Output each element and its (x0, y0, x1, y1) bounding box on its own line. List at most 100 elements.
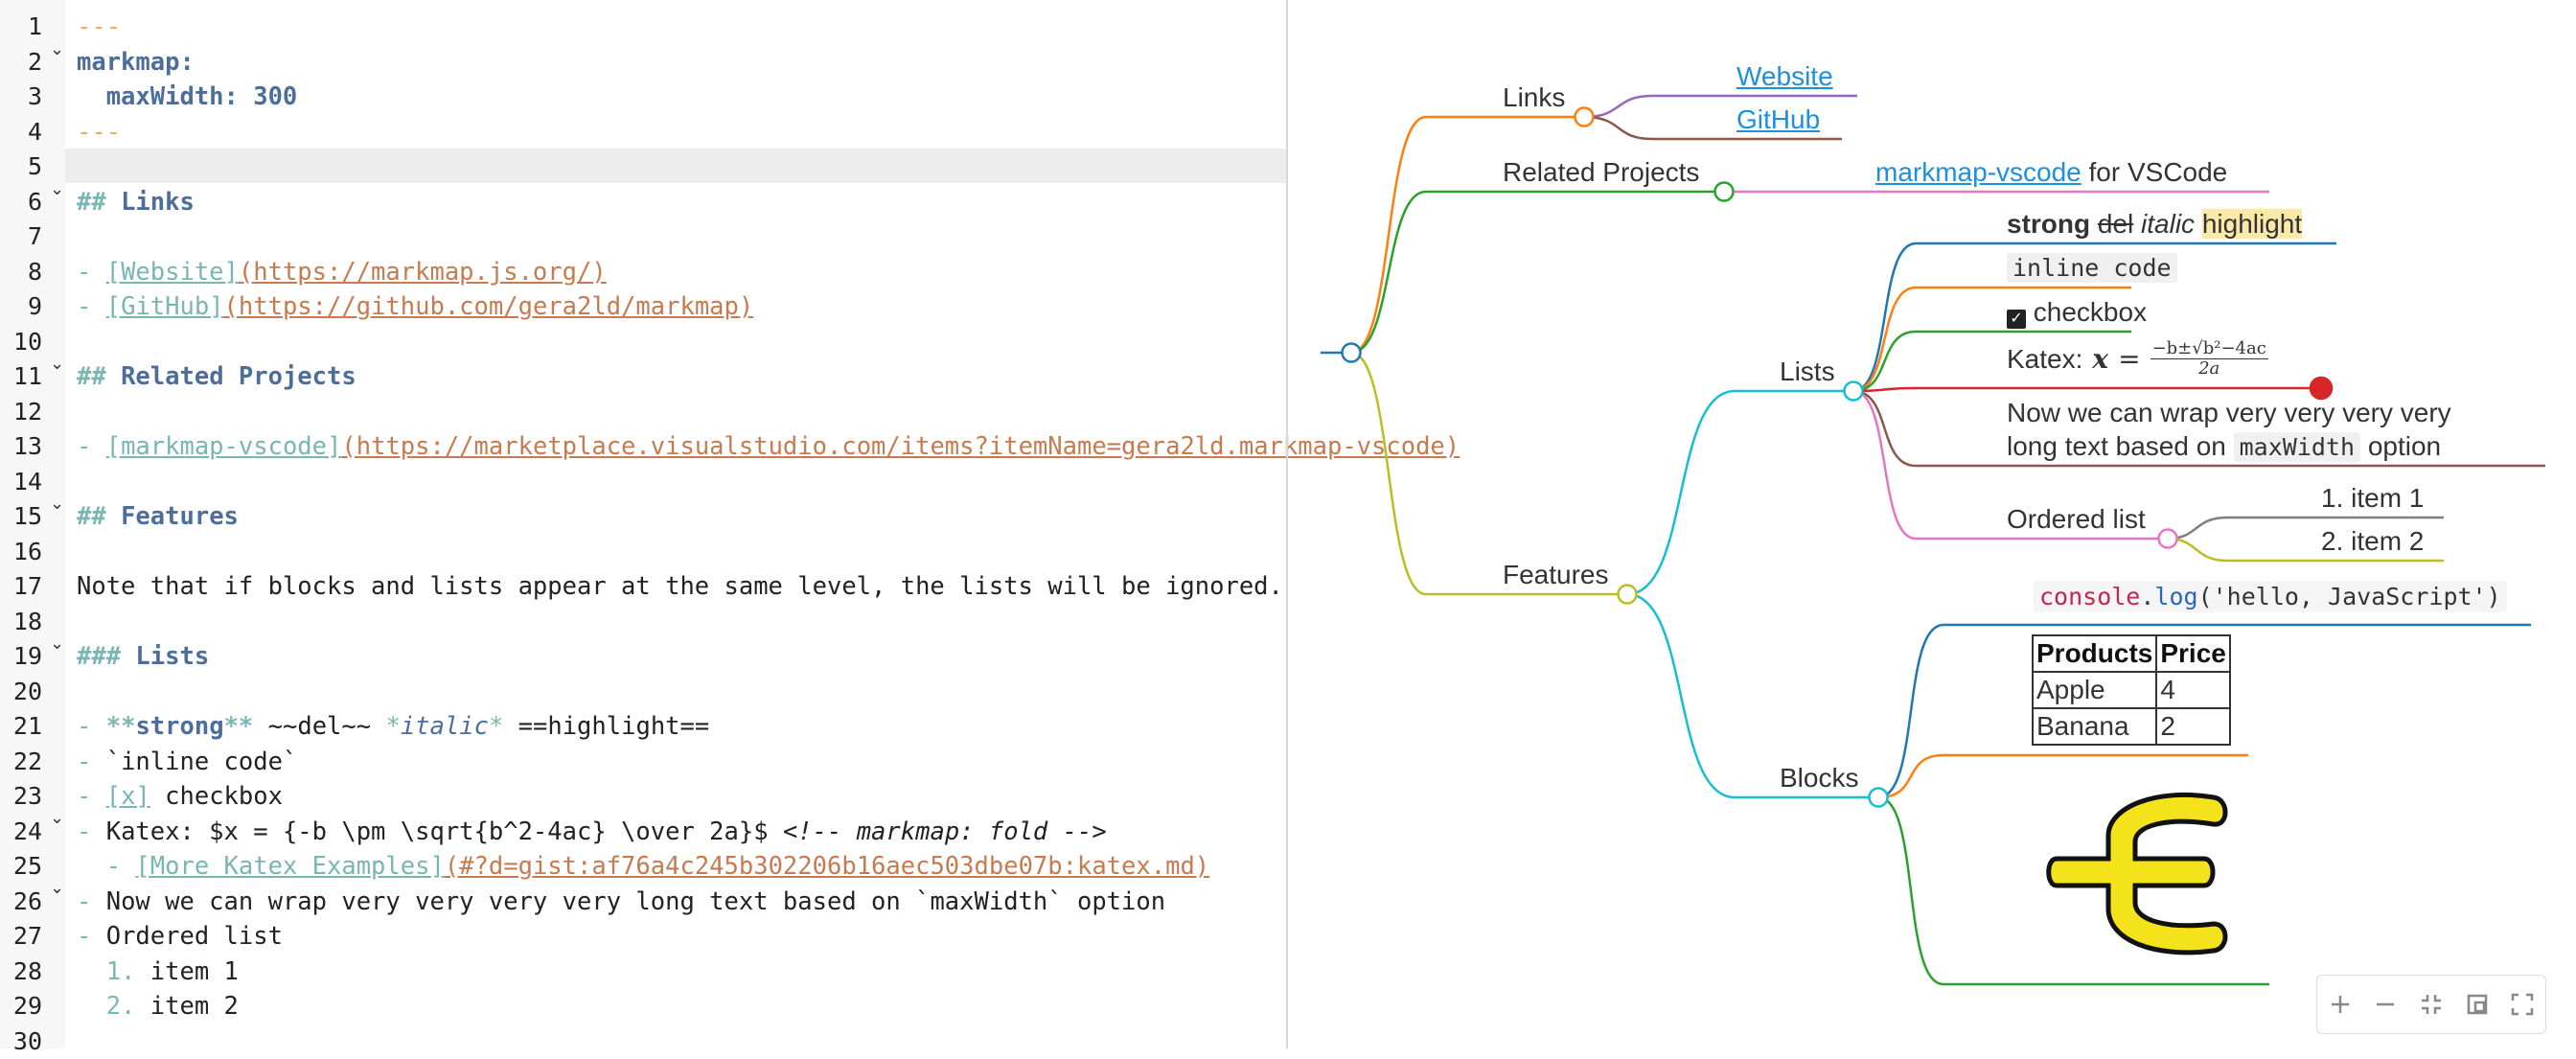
zoom-in-icon[interactable] (2321, 985, 2359, 1024)
fold-marker-icon[interactable]: ⌄ (50, 627, 64, 662)
list-dash: - (77, 432, 106, 461)
node-katex[interactable]: Katex: x = −b±√b²−4ac 2a (2007, 339, 2268, 379)
code-line-23: - [x] checkbox (77, 779, 283, 815)
line-number: 29 (0, 989, 42, 1024)
heading-mark: ## (77, 188, 106, 217)
fit-icon[interactable] (2412, 985, 2450, 1024)
code-line-4: --- (77, 115, 121, 150)
root-node-circle[interactable] (1343, 344, 1361, 362)
node-item-2[interactable]: 2. item 2 (2321, 526, 2424, 557)
markmap-logo-icon[interactable] (2041, 778, 2241, 970)
line-number: 2 (0, 45, 42, 81)
line-number: 3 (0, 80, 42, 115)
list-dash: - (77, 922, 106, 951)
italic-text: italic (2141, 209, 2195, 239)
line-number: 10 (0, 325, 42, 360)
line-number: 16 (0, 535, 42, 570)
node-formatting[interactable]: strong del italic highlight (2007, 209, 2302, 240)
del-text: del (2098, 209, 2133, 239)
node-ordered-list[interactable]: Ordered list (2007, 504, 2146, 535)
fold-marker-icon[interactable]: ⌄ (50, 801, 64, 837)
fold-marker-icon[interactable]: ⌄ (50, 871, 64, 907)
fold-marker-icon[interactable]: ⌄ (50, 173, 64, 208)
node-lists[interactable]: Lists (1780, 357, 1835, 387)
heading-text: Lists (135, 642, 209, 671)
code-line-3: maxWidth: 300 (77, 80, 297, 115)
fullscreen-icon[interactable] (2503, 985, 2542, 1024)
link-text[interactable]: [GitHub] (106, 292, 224, 321)
node-item-1[interactable]: 1. item 1 (2321, 483, 2424, 514)
bold-mark: ** (224, 712, 254, 741)
code-line-22: - `inline code` (77, 745, 297, 780)
line-number: 20 (0, 675, 42, 710)
fold-marker-icon[interactable]: ⌄ (50, 33, 64, 68)
related-node-circle[interactable] (1715, 183, 1734, 201)
list-dash: - (77, 748, 106, 776)
heading-text: Links (121, 188, 195, 217)
node-related-projects[interactable]: Related Projects (1503, 157, 1699, 188)
link-url[interactable]: (https://github.com/gera2ld/markmap) (224, 292, 754, 321)
line-number: 22 (0, 745, 42, 780)
line-number: 11 (0, 359, 42, 395)
fold-marker-icon[interactable]: ⌄ (50, 347, 64, 382)
fold-marker-icon[interactable]: ⌄ (50, 487, 64, 522)
paragraph-text: Note that if blocks and lists appear at … (77, 572, 1283, 601)
node-features[interactable]: Features (1503, 560, 1609, 590)
node-website-link[interactable]: Website (1736, 61, 1833, 92)
checkbox-checked-icon[interactable]: ✓ (2007, 310, 2026, 329)
line-number: 12 (0, 395, 42, 430)
links-node-circle[interactable] (1576, 108, 1594, 127)
edge-links (1351, 117, 1584, 353)
code-line-13: - [markmap-vscode](https://marketplace.v… (77, 429, 1460, 465)
zoom-out-icon[interactable] (2366, 985, 2404, 1024)
recenter-icon[interactable] (2458, 985, 2496, 1024)
katex-numerator: −b±√b²−4ac (2150, 339, 2268, 359)
code-line-2: markmap: (77, 45, 195, 81)
checkbox-label: checkbox (2034, 297, 2147, 327)
node-checkbox[interactable]: ✓ checkbox (2007, 297, 2147, 329)
heading-text: Related Projects (121, 362, 356, 391)
node-code-block[interactable]: console.log('hello, JavaScript') (2034, 581, 2507, 612)
ordered-node-circle[interactable] (2159, 530, 2177, 548)
link-url[interactable]: (https://markmap.js.org/) (239, 258, 607, 287)
node-inline-code[interactable]: inline code (2007, 252, 2177, 283)
italic-mark: * (385, 712, 400, 741)
code-line-21: - **strong** ~~del~~ *italic* ==highligh… (77, 709, 709, 745)
wrap-line-2: long text based on (2007, 431, 2234, 461)
node-github-link[interactable]: GitHub (1736, 104, 1820, 135)
node-vscode[interactable]: markmap-vscode for VSCode (1875, 157, 2227, 188)
link-text[interactable]: [markmap-vscode] (106, 432, 342, 461)
frontmatter-delimiter: --- (77, 12, 121, 41)
line-number: 4 (0, 115, 42, 150)
line-number: 19 (0, 639, 42, 675)
features-node-circle[interactable] (1619, 586, 1637, 604)
line-number: 17 (0, 569, 42, 605)
code-line-28: 1. item 1 (77, 955, 239, 990)
table-header: Price (2156, 635, 2230, 672)
inline-code-text: inline code (2007, 253, 2177, 283)
link-url[interactable]: (#?d=gist:af76a4c245b302206b16aec503dbe0… (445, 852, 1209, 881)
node-links[interactable]: Links (1503, 82, 1565, 113)
link-text[interactable]: [More Katex Examples] (135, 852, 444, 881)
edge-katex (1853, 388, 2321, 391)
vscode-suffix: for VSCode (2082, 157, 2228, 187)
line-number: 30 (0, 1024, 42, 1059)
line-number: 18 (0, 605, 42, 640)
line-number: 5 (0, 150, 42, 185)
link-text[interactable]: [Website] (106, 258, 239, 287)
code-object: console (2039, 583, 2140, 610)
lists-node-circle[interactable] (1845, 382, 1863, 401)
list-text: Now we can wrap very very very very long… (106, 887, 1165, 916)
vscode-link[interactable]: markmap-vscode (1875, 157, 2082, 187)
node-blocks[interactable]: Blocks (1780, 763, 1858, 794)
blocks-node-circle[interactable] (1870, 789, 1888, 807)
mindmap-canvas[interactable]: Links Website GitHub Related Projects ma… (1288, 0, 2576, 1048)
list-text: item 1 (135, 957, 238, 986)
katex-var: x (2092, 343, 2108, 375)
